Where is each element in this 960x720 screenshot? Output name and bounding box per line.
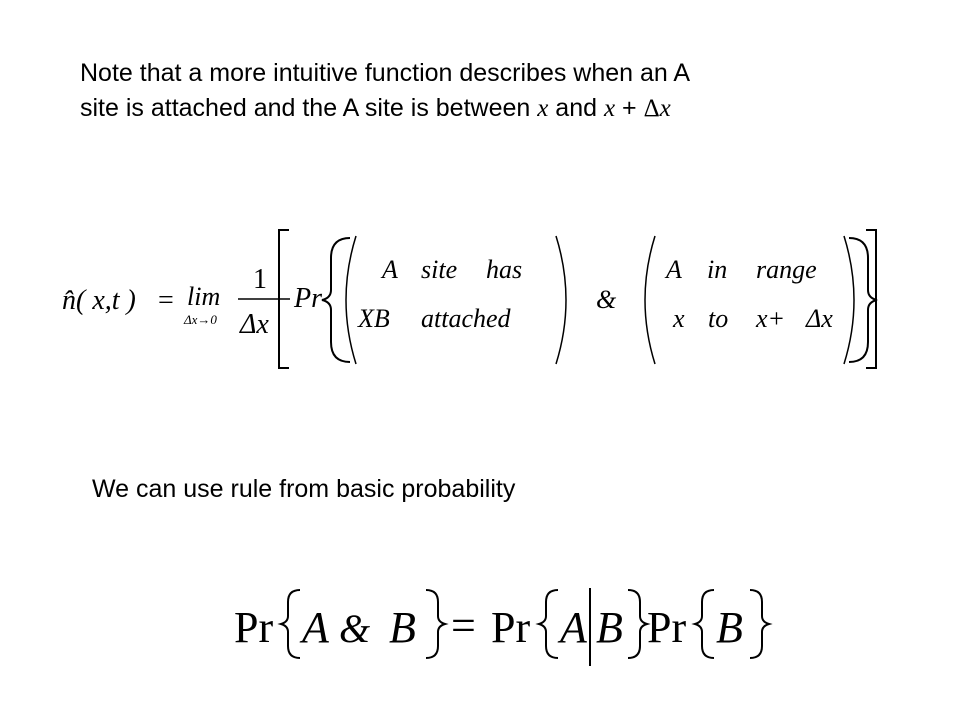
eq1-pr: Pr [293,283,322,314]
eq1-lim-subscript: Δx→0 [183,312,217,327]
eq1-cond1-attached: attached [421,304,512,333]
eq1-cond2-a: A [664,255,682,284]
eq2-pr-1: Pr [234,603,273,652]
eq1-right-bracket [866,229,877,369]
eq1-cond2-x-plus: x+ [755,304,785,333]
eq2-ampersand: & [339,606,370,651]
eq2-pr-3: Pr [647,603,686,652]
eq1-left-paren-2 [644,235,656,365]
eq1-cond1-a: A [380,255,398,284]
eq1-fraction-denominator: Δx [239,309,269,340]
eq2-b-2: B [596,603,623,652]
plus-sign: + [615,94,644,122]
eq2-equals: = [451,601,476,650]
eq1-fraction-numerator: 1 [253,264,267,295]
eq2-b-3: B [716,603,743,652]
eq2-brace-open-2 [535,589,559,659]
eq1-cond2-delta-x: Δx [805,304,833,333]
eq2-brace-open-3 [691,589,715,659]
eq1-equals: = [158,285,174,316]
var-x: x [537,95,549,122]
eq2-brace-close-3 [749,589,773,659]
eq1-lim: lim [187,282,220,311]
equation-n-hat-definition: n̂( x,t ) = lim Δx→0 1 Δx Pr A site has … [62,229,878,369]
eq2-pr-2: Pr [491,603,530,652]
equation-conditional-probability: Pr A & B = Pr A B Pr B [234,588,773,666]
eq1-left-paren-1 [345,235,357,365]
eq1-cond1-has: has [486,255,522,284]
var-x-3: x [659,95,671,122]
intro-line-1: Note that a more intuitive function desc… [80,59,691,87]
eq1-cond2-in: in [707,255,727,284]
eq1-cond2-x: x [672,304,685,333]
intro-line-2-text: site is attached and the A site is betwe… [80,94,538,122]
rule-text: We can use rule from basic probability [92,475,516,503]
eq1-lhs: n̂( x,t ) [62,285,136,316]
eq1-right-paren-2 [843,235,855,365]
eq1-left-bracket [278,229,289,369]
var-x-2: x [603,95,616,122]
and-word: and [548,94,604,122]
eq1-right-paren-1 [555,235,567,365]
eq1-cond1-site: site [421,255,457,284]
eq2-a-1: A [299,603,330,652]
eq1-cond2-to: to [708,304,728,333]
eq2-brace-open-1 [277,589,301,659]
eq1-right-brace [848,237,878,363]
eq2-brace-close-2 [627,589,651,659]
eq1-cond2-range: range [756,255,817,284]
eq1-cond1-xb: XB [357,304,390,333]
eq1-ampersand: & [596,285,617,314]
delta-symbol: Δ [643,95,660,122]
eq2-b-1: B [389,603,416,652]
eq1-left-brace [321,237,351,363]
intro-line-2: site is attached and the A site is betwe… [80,91,900,126]
eq2-a-2: A [557,603,588,652]
intro-text: Note that a more intuitive function desc… [80,56,900,126]
eq2-brace-close-1 [425,589,449,659]
